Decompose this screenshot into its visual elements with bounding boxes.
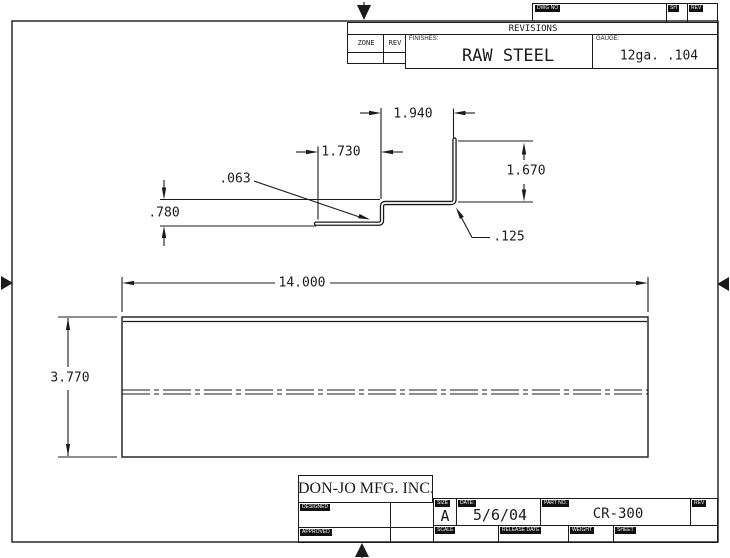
scale-label: SCALE: [435, 527, 456, 534]
sheet-cell: SHEET: [613, 525, 718, 543]
dim-material-thickness: .063: [219, 171, 251, 187]
part-no-cell: PART NO. CR-300: [540, 498, 691, 526]
gauge-value: 12ga. .104: [619, 48, 699, 64]
thickness-leader: [253, 180, 362, 219]
sheet-center-marks: [1, 5, 729, 557]
profile-outline-core: [315, 138, 456, 225]
rev-divider: [384, 52, 406, 53]
center-mark-top: [357, 5, 371, 20]
scale-cell: SCALE: [433, 525, 499, 543]
weight-label: WEIGHT: [570, 527, 594, 534]
center-mark-bottom: [355, 543, 369, 557]
rev-cell: REV: [690, 498, 718, 526]
revisions-title: REVISIONS: [508, 24, 558, 34]
date-value: 5/6/04: [472, 506, 528, 524]
dim-offset-height: .780: [148, 205, 180, 221]
approved-cell: APPROVED: [298, 527, 391, 543]
sheet-label: SHEET: [615, 527, 636, 534]
center-mark-left: [1, 276, 13, 290]
dim-bottom-flange-width: 1.730: [321, 144, 361, 160]
dim-top-flange-width: 1.940: [393, 106, 433, 122]
approved-label: APPROVED: [300, 529, 332, 536]
sheet-border: [11, 20, 719, 543]
gauge-label: GAUGE:: [596, 36, 620, 42]
zone-cell: ZONE: [347, 34, 384, 64]
dim-overall-width: 3.770: [50, 370, 90, 386]
designed-label: DESIGNED: [300, 504, 331, 511]
profile-view: [313, 137, 457, 226]
finishes-label: FINISHES:: [409, 36, 439, 42]
size-cell: SIZE A: [433, 498, 457, 526]
profile-dimensions: [160, 108, 533, 246]
gauge-cell: GAUGE: 12ga. .104: [592, 34, 718, 69]
dim-bend-radius: .125: [493, 229, 525, 245]
front-view-dimension-arrows: [65, 280, 648, 456]
release-date-cell: RELEASE DATE: [498, 525, 569, 543]
rev-column-cell: REV: [383, 34, 406, 64]
thickness-arrowhead: [358, 213, 370, 220]
plate-outline: [121, 316, 649, 458]
finishes-cell: FINISHES: RAW STEEL: [405, 34, 593, 69]
dim-leg-height: 1.670: [506, 163, 546, 179]
weight-cell: WEIGHT: [568, 525, 614, 543]
revisions-header: REVISIONS: [347, 22, 718, 35]
rev-col-label: REV: [388, 39, 402, 47]
date-label: DATE:: [458, 500, 477, 507]
zone-label: ZONE: [357, 39, 375, 47]
designed-cell: DESIGNED: [298, 502, 391, 528]
dwg-no-label: DWG NO: [535, 5, 561, 12]
front-view: [121, 316, 649, 458]
dim-overall-length: 14.000: [278, 275, 326, 291]
dwg-no-strip: DWG NO SH REV: [532, 3, 718, 22]
release-date-label: RELEASE DATE: [500, 527, 542, 534]
strip-divider: [687, 4, 688, 22]
rev-label: REV: [689, 5, 704, 12]
radius-arrowhead: [456, 207, 464, 219]
zone-divider: [348, 52, 384, 53]
size-value: A: [440, 507, 450, 525]
profile-dimension-arrows: [161, 110, 527, 238]
part-no-value: CR-300: [592, 506, 644, 522]
part-no-label: PART NO.: [542, 500, 570, 507]
front-view-dimensions: [58, 277, 649, 458]
size-label: SIZE: [435, 500, 451, 507]
company-box: DON-JO MFG. INC.: [297, 475, 435, 503]
radius-leader: [458, 211, 490, 239]
sh-label: SH: [668, 5, 679, 12]
finishes-value: RAW STEEL: [461, 46, 555, 66]
approved-extra-cell: [390, 527, 434, 543]
center-mark-right: [717, 277, 729, 291]
rev-block-label: REV: [692, 500, 707, 507]
date-cell: DATE: 5/6/04: [456, 498, 541, 526]
designed-extra-cell: [390, 502, 434, 528]
strip-divider: [666, 4, 667, 22]
company-name: DON-JO MFG. INC.: [297, 480, 435, 497]
